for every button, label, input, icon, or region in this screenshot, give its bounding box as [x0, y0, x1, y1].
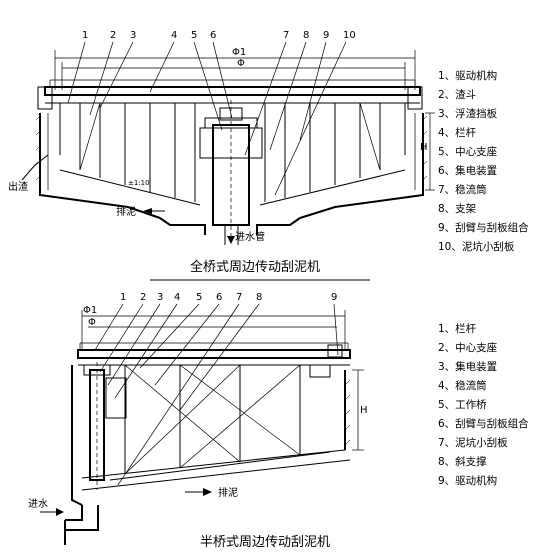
full-truss-members: [59, 102, 406, 206]
legend-top-4: 4、栏杆: [438, 126, 477, 139]
center-column-full: [159, 100, 301, 245]
slope-label: ±1:10: [128, 179, 150, 187]
half-bridge-diagram: 1 2 3 4 5 6 7 8 9 Φ1 Φ: [28, 292, 529, 550]
b-callout-5: 5: [196, 292, 202, 303]
legend-bottom-1: 1、栏杆: [438, 322, 477, 335]
callout-3: 3: [130, 30, 136, 41]
bottom-leader-lines: [94, 303, 339, 486]
top-dimensions: Φ1 Φ: [54, 47, 416, 90]
dim-phi1-label: Φ1: [232, 47, 246, 58]
half-tank-walls: [71, 365, 351, 506]
callout-9: 9: [323, 30, 329, 41]
caption-half-bridge: 半桥式周边传动刮泥机: [200, 535, 330, 550]
b-dim-phi-label: Φ: [88, 317, 96, 328]
top-dim-h: H: [420, 112, 435, 191]
top-callouts: 1 2 3 4 5 6 7 8 9 10: [82, 30, 356, 41]
b-callout-4: 4: [174, 292, 180, 303]
legend-top-7: 7、稳流筒: [438, 183, 487, 196]
inlet-arrow-bottom: [56, 508, 64, 516]
dim-phi-label: Φ: [237, 58, 245, 69]
callout-8: 8: [303, 30, 309, 41]
scum-outlet-label: 出渣: [8, 180, 28, 193]
sludge-arrow-bottom: [203, 488, 212, 496]
callout-1: 1: [82, 30, 88, 41]
sludge-out-label-top: 排泥: [116, 205, 136, 218]
legend-bottom-8: 8、斜支撑: [438, 455, 487, 468]
dim-h-label: H: [420, 142, 428, 153]
legend-top-3: 3、浮渣挡板: [438, 107, 498, 120]
sludge-out-label-bottom: 排泥: [218, 486, 238, 499]
b-dim-phi1-label: Φ1: [83, 305, 97, 316]
legend-top-9: 9、刮臂与刮板组合: [438, 221, 529, 234]
bottom-legend: 1、栏杆 2、中心支座 3、集电装置 4、稳流筒 5、工作桥 6、刮臂与刮板组合…: [438, 322, 529, 487]
top-legend: 1、驱动机构 2、渣斗 3、浮渣挡板 4、栏杆 5、中心支座 6、集电装置 7、…: [438, 69, 529, 253]
legend-bottom-9: 9、驱动机构: [438, 474, 497, 487]
legend-top-5: 5、中心支座: [438, 145, 497, 158]
b-callout-8: 8: [256, 292, 262, 303]
b-dim-h-label: H: [360, 405, 368, 416]
legend-top-10: 10、泥坑小刮板: [438, 240, 515, 253]
half-center-column: [83, 362, 127, 490]
callout-2: 2: [110, 30, 116, 41]
legend-top-6: 6、集电装置: [438, 164, 497, 177]
b-callout-1: 1: [120, 292, 126, 303]
b-callout-2: 2: [140, 292, 146, 303]
callout-5: 5: [191, 30, 197, 41]
legend-bottom-6: 6、刮臂与刮板组合: [438, 417, 529, 430]
callout-10: 10: [343, 30, 356, 41]
b-callout-6: 6: [216, 292, 222, 303]
inlet-arrow-top: [227, 236, 235, 244]
inlet-label-bottom: 进水: [28, 498, 48, 510]
scum-outlet-arrow: [21, 154, 49, 181]
legend-bottom-3: 3、集电装置: [438, 360, 497, 373]
legend-bottom-2: 2、中心支座: [438, 341, 497, 354]
inlet-pipe-label: 进水管: [235, 230, 265, 243]
callout-6: 6: [210, 30, 216, 41]
b-callout-9: 9: [331, 292, 337, 303]
bottom-dim-h: H: [352, 369, 368, 451]
full-tank-walls: [35, 103, 428, 219]
legend-bottom-4: 4、稳流筒: [438, 379, 487, 392]
legend-top-2: 2、渣斗: [438, 88, 476, 101]
half-bridge-deck: [77, 342, 351, 378]
bottom-callouts: 1 2 3 4 5 6 7 8 9: [120, 292, 337, 303]
half-truss-members: [109, 364, 331, 481]
caption-full-bridge: 全桥式周边传动刮泥机: [190, 259, 320, 275]
callout-4: 4: [171, 30, 177, 41]
b-callout-3: 3: [157, 292, 163, 303]
half-inlet-and-pit: 进水: [28, 498, 99, 545]
legend-top-8: 8、支架: [438, 203, 477, 215]
legend-bottom-7: 7、泥坑小刮板: [438, 436, 508, 449]
full-bridge-diagram: 1 2 3 4 5 6 7 8 9 10: [8, 30, 529, 281]
callout-7: 7: [283, 30, 289, 41]
legend-top-1: 1、驱动机构: [438, 69, 497, 82]
full-bridge-deck: [37, 79, 423, 110]
legend-bottom-5: 5、工作桥: [438, 399, 487, 411]
sludge-arrow-top: [143, 208, 152, 214]
b-callout-7: 7: [236, 292, 242, 303]
